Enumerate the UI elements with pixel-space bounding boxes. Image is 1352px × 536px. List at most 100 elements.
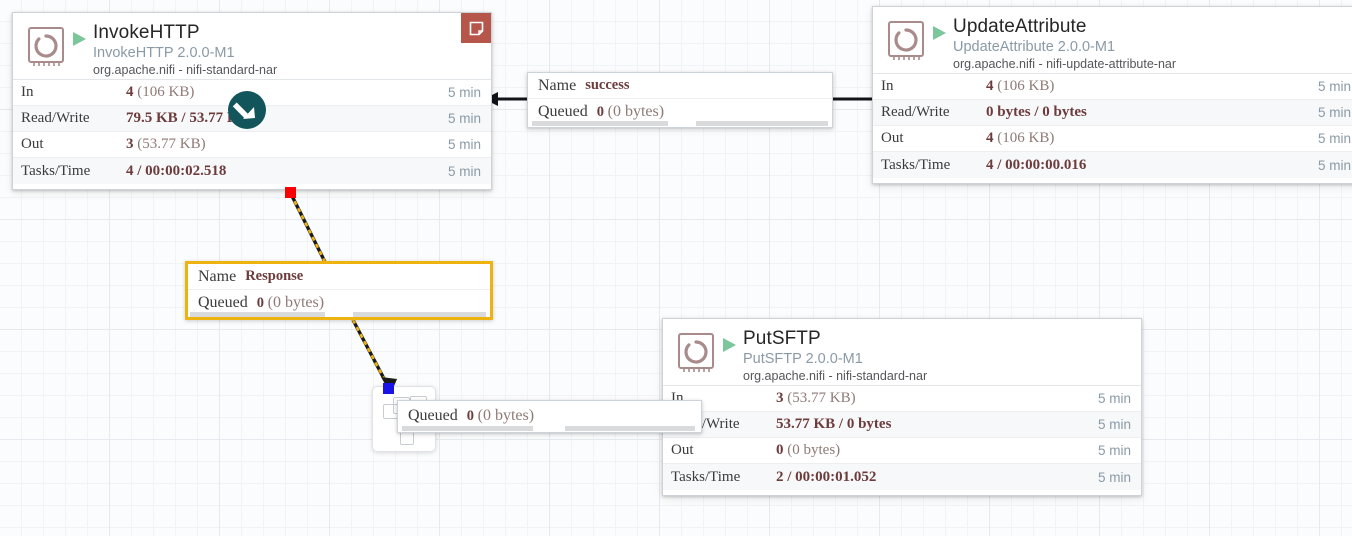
connection-name-label: Name	[198, 267, 237, 285]
stat-label: Out	[671, 442, 694, 458]
processor-header: InvokeHTTP InvokeHTTP 2.0.0-M1 org.apach…	[13, 13, 491, 79]
stat-time: 5 min	[1097, 469, 1131, 485]
stat-label: In	[21, 84, 34, 100]
processor-header: UpdateAttribute UpdateAttribute 2.0.0-M1…	[873, 7, 1352, 73]
mouse-cursor	[227, 90, 267, 130]
comment-note-icon[interactable]	[461, 13, 491, 43]
connection-label-success[interactable]: Name success Queued 0 (0 bytes)	[527, 72, 833, 128]
stat-row: Out 0 (0 bytes) 5 min	[663, 438, 1141, 464]
connection-queued-label: Queued	[408, 407, 458, 424]
processor-type: UpdateAttribute 2.0.0-M1	[953, 38, 1116, 55]
queue-bar-count	[190, 312, 325, 317]
processor-stats: In 4 (106 KB) 5 min Read/Write 0 bytes /…	[873, 73, 1352, 178]
stat-row: Out 4 (106 KB) 5 min	[873, 126, 1352, 152]
stat-row: Tasks/Time 2 / 00:00:01.052 5 min	[663, 464, 1141, 490]
stat-time: 5 min	[1097, 443, 1131, 458]
processor-header: PutSFTP PutSFTP 2.0.0-M1 org.apache.nifi…	[663, 319, 1141, 385]
processor-chip-icon	[23, 23, 69, 69]
stat-row: Read/Write 0 bytes / 0 bytes 5 min	[873, 100, 1352, 126]
stat-value: 79.5 KB / 53.77 KB	[126, 110, 249, 126]
edge-response-lower	[351, 319, 392, 391]
connection-queued-label: Queued	[538, 103, 588, 120]
play-icon[interactable]	[69, 23, 91, 49]
connection-destination-handle[interactable]	[383, 383, 394, 394]
stat-label: Out	[21, 136, 44, 152]
connection-queued-value: 0 (0 bytes)	[596, 103, 665, 120]
stat-row: Tasks/Time 4 / 00:00:00.016 5 min	[873, 152, 1352, 178]
connection-queued-value: 0 (0 bytes)	[256, 294, 325, 311]
processor-bundle: org.apache.nifi - nifi-standard-nar	[93, 63, 278, 78]
stat-row: Tasks/Time 4 / 00:00:02.518 5 min	[13, 158, 491, 184]
stat-label: Tasks/Time	[21, 162, 91, 179]
stat-value: 4 / 00:00:00.016	[986, 156, 1087, 173]
stat-label: Read/Write	[881, 104, 950, 120]
edge-response-upper-dash	[289, 193, 327, 263]
stat-time: 5 min	[1097, 391, 1131, 406]
stat-time: 5 min	[1097, 417, 1131, 432]
connection-name-row: Name success	[528, 73, 832, 99]
processor-stats: In 3 (53.77 KB) 5 min Read/Write 53.77 K…	[663, 385, 1141, 490]
ghost-square-bottom	[400, 431, 414, 445]
stat-label: Tasks/Time	[671, 468, 741, 485]
stat-time: 5 min	[1317, 131, 1351, 146]
stat-row: In 3 (53.77 KB) 5 min	[663, 386, 1141, 412]
processor-putsftp[interactable]: PutSFTP PutSFTP 2.0.0-M1 org.apache.nifi…	[662, 318, 1142, 496]
connection-label-response[interactable]: Name Response Queued 0 (0 bytes)	[185, 261, 493, 320]
processor-bundle: org.apache.nifi - nifi-update-attribute-…	[953, 57, 1177, 72]
processor-titles: PutSFTP PutSFTP 2.0.0-M1 org.apache.nifi…	[741, 329, 1133, 383]
stat-value: 53.77 KB / 0 bytes	[776, 416, 892, 432]
connection-queue-bars	[190, 312, 488, 317]
connection-queue-bars	[402, 426, 697, 431]
edge-response-upper	[289, 193, 327, 263]
stat-value: 4 / 00:00:02.518	[126, 162, 227, 179]
stat-time: 5 min	[1317, 157, 1351, 173]
stat-value: 4 (106 KB)	[986, 130, 1055, 146]
stat-time: 5 min	[447, 85, 481, 100]
connection-queued-row: Queued 0 (0 bytes)	[188, 290, 490, 316]
queue-bar-count	[402, 426, 533, 431]
processor-chip-icon	[673, 329, 719, 375]
processor-titles: UpdateAttribute UpdateAttribute 2.0.0-M1…	[951, 17, 1352, 71]
queue-bar-count	[532, 121, 669, 126]
stat-row: Out 3 (53.77 KB) 5 min	[13, 132, 491, 158]
connection-name-value: Response	[245, 268, 304, 284]
queue-bar-size	[353, 312, 486, 317]
processor-titles: InvokeHTTP InvokeHTTP 2.0.0-M1 org.apach…	[91, 23, 483, 77]
connection-name-label: Name	[538, 76, 577, 94]
stat-value: 2 / 00:00:01.052	[776, 468, 877, 485]
stat-label: In	[881, 78, 894, 94]
stat-time: 5 min	[1317, 79, 1351, 94]
stat-value: 3 (53.77 KB)	[126, 136, 206, 152]
processor-name: InvokeHTTP	[93, 22, 200, 43]
processor-name: PutSFTP	[743, 328, 821, 349]
connection-queue-bars	[532, 121, 828, 126]
connection-queued-row: Queued 0 (0 bytes)	[528, 99, 832, 125]
stat-time: 5 min	[447, 163, 481, 179]
connection-queued-value: 0 (0 bytes)	[466, 407, 535, 424]
play-icon[interactable]	[929, 17, 951, 43]
connection-source-handle[interactable]	[285, 187, 296, 198]
queue-bar-size	[695, 121, 828, 126]
play-icon[interactable]	[719, 329, 741, 355]
connection-label-dragged[interactable]: Queued 0 (0 bytes)	[397, 400, 702, 433]
stat-value: 4 (106 KB)	[986, 78, 1055, 94]
processor-updateattribute[interactable]: UpdateAttribute UpdateAttribute 2.0.0-M1…	[872, 6, 1352, 184]
stat-label: Out	[881, 130, 904, 146]
connection-queued-label: Queued	[198, 294, 248, 311]
stat-time: 5 min	[447, 137, 481, 152]
stat-time: 5 min	[447, 111, 481, 126]
stat-time: 5 min	[1317, 105, 1351, 120]
connection-queued-row: Queued 0 (0 bytes)	[398, 401, 701, 431]
connection-name-row: Name Response	[188, 264, 490, 290]
stat-value: 0 bytes / 0 bytes	[986, 104, 1087, 120]
edge-response-lower-dash	[351, 319, 392, 391]
stat-row: Read/Write 53.77 KB / 0 bytes 5 min	[663, 412, 1141, 438]
stat-label: Read/Write	[21, 110, 90, 126]
processor-type: InvokeHTTP 2.0.0-M1	[93, 44, 235, 61]
processor-bundle: org.apache.nifi - nifi-standard-nar	[743, 369, 928, 384]
stat-value: 3 (53.77 KB)	[776, 390, 856, 406]
processor-chip-icon	[883, 17, 929, 63]
queue-bar-size	[565, 426, 695, 431]
stat-label: Tasks/Time	[881, 156, 951, 173]
